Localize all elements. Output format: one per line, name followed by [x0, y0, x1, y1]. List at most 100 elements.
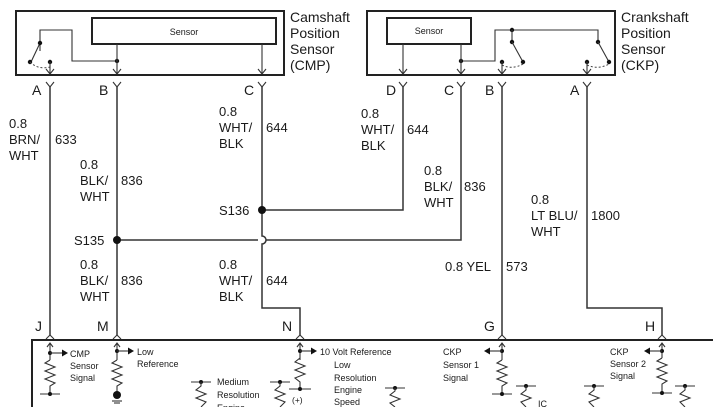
cmp-pin-c: C: [244, 82, 254, 98]
ckp-switch1-arc: [501, 63, 524, 68]
resistor-icon: [194, 382, 208, 407]
ckp1-label3: Signal: [443, 373, 468, 383]
arrow-icon: [398, 68, 408, 75]
cmp-title-line2: Position: [290, 25, 340, 41]
cmp-title-line3: Sensor: [290, 41, 335, 57]
cmp-sensor: Sensor Camshaft Position Sensor (CMP): [15, 9, 350, 76]
low-reference-label2: Reference: [137, 359, 179, 369]
ckp-pin-a: A: [570, 82, 580, 98]
cmp-pin-a: A: [32, 82, 42, 98]
wire-644-cmp: [261, 87, 301, 335]
medium-resolution-circuit: Medium Resolution Engine: [191, 377, 290, 407]
wire-836c-color: BLK/: [80, 273, 109, 288]
arrow-icon: [112, 68, 122, 75]
low-res-label2: Resolution: [334, 373, 377, 383]
resistor-icon: [519, 386, 533, 407]
cmp-sensor-element: [91, 17, 277, 45]
module-pin-m: M: [97, 318, 109, 334]
ckp-sensor-element-label: Sensor: [415, 26, 444, 36]
wire-633-color2: WHT: [9, 148, 39, 163]
wire-573-label: 0.8 YEL: [445, 259, 491, 274]
cmp-switch-arc: [29, 61, 51, 69]
wire-644-size: 0.8: [219, 104, 237, 119]
module-pin-j: J: [35, 318, 42, 334]
module-pin-labels: J M N G H: [35, 318, 667, 340]
wire-644b-size: 0.8: [361, 106, 379, 121]
arrow-right-icon: [311, 347, 317, 355]
module-pin-g: G: [484, 318, 495, 334]
wire-1800-circuit: 1800: [591, 208, 620, 223]
cmp-signal-circuit: CMP Sensor Signal: [40, 342, 99, 396]
cmp-pin-b: B: [99, 82, 108, 98]
ckp1-label2: Sensor 1: [443, 360, 479, 370]
arrow-icon: [582, 68, 592, 75]
ckp2-label3: Signal: [610, 371, 635, 381]
splice-s136: [258, 206, 266, 214]
wire-836-circuit: 836: [121, 173, 143, 188]
ckp2-signal-circuit: CKP Sensor 2 Signal: [610, 342, 695, 407]
wire-836c-circuit: 836: [121, 273, 143, 288]
module-pin-n: N: [282, 318, 292, 334]
wire-644c-circuit: 644: [266, 273, 288, 288]
arrow-icon: [257, 68, 267, 75]
ckp1-label1: CKP: [443, 347, 462, 357]
ckp-pin-c: C: [444, 82, 454, 98]
ckp-title-line4: (CKP): [621, 57, 659, 73]
wire-633-size: 0.8: [9, 116, 27, 131]
cmp-title-line1: Camshaft: [290, 9, 350, 25]
cmp-signal-label2: Sensor: [70, 361, 99, 371]
resistor-icon: [43, 359, 57, 394]
wire-836b-color2: WHT: [424, 195, 454, 210]
wire-836b-size: 0.8: [424, 163, 442, 178]
ckp-sensor: Sensor Crankshaft Position Sensor (CKP): [366, 9, 689, 76]
sensor-connectors: [45, 81, 592, 88]
ckp-switch2-arc: [586, 63, 610, 68]
ckp-pin-b: B: [485, 82, 494, 98]
wire-836b-circuit: 836: [464, 179, 486, 194]
ckp-switch1-arm: [511, 41, 524, 63]
ckp2-label2: Sensor 2: [610, 359, 646, 369]
ic-label: IC: [538, 399, 548, 407]
wire-1800-color: LT BLU/: [531, 208, 578, 223]
resistor-icon: [655, 357, 669, 393]
cmp-internal-wire: [39, 29, 117, 62]
wire-644b-color2: BLK: [361, 138, 386, 153]
resistor-icon: [587, 386, 601, 407]
resistor-icon: [273, 382, 287, 407]
ckp-title-line1: Crankshaft: [621, 9, 689, 25]
control-module: CMP Sensor Signal Low Reference Medium R…: [31, 339, 713, 407]
splice-s136-label: S136: [219, 203, 249, 218]
low-res-label4: Speed: [334, 397, 360, 407]
cmp-signal-label3: Signal: [70, 373, 95, 383]
wire-644b-color: WHT/: [361, 122, 395, 137]
medium-res-label3: Engine: [217, 403, 245, 407]
wire-1800: [586, 87, 663, 335]
medium-res-label2: Resolution: [217, 390, 260, 400]
cmp-signal-label1: CMP: [70, 349, 90, 359]
wire-836c-size: 0.8: [80, 257, 98, 272]
wires: [49, 87, 663, 335]
resistor-icon: [678, 386, 692, 407]
wire-644c-color2: BLK: [219, 289, 244, 304]
splice-s135-label: S135: [74, 233, 104, 248]
wire-644-ckp: [262, 87, 404, 211]
wire-1800-size: 0.8: [531, 192, 549, 207]
cmp-sensor-element-label: Sensor: [170, 27, 199, 37]
arrow-right-icon: [62, 349, 68, 357]
ten-volt-label: 10 Volt Reference: [320, 347, 392, 357]
ckp-title-line3: Sensor: [621, 41, 666, 57]
wire-644c-color: WHT/: [219, 273, 253, 288]
wire-644b-circuit: 644: [407, 122, 429, 137]
resistor-icon: [388, 388, 402, 407]
wire-644-color: WHT/: [219, 120, 253, 135]
low-res-label1: Low: [334, 360, 351, 370]
sensor-pin-labels: A B C D C B A: [32, 82, 580, 98]
wire-836-size: 0.8: [80, 157, 98, 172]
cmp-switch-arm: [30, 42, 41, 63]
wire-836-ckp: [266, 87, 462, 241]
resistor-icon: [495, 359, 509, 394]
arrow-icon: [456, 68, 466, 75]
wire-633-circuit: 633: [55, 132, 77, 147]
plus-label: (+): [292, 395, 303, 405]
arrow-left-icon: [644, 347, 650, 355]
